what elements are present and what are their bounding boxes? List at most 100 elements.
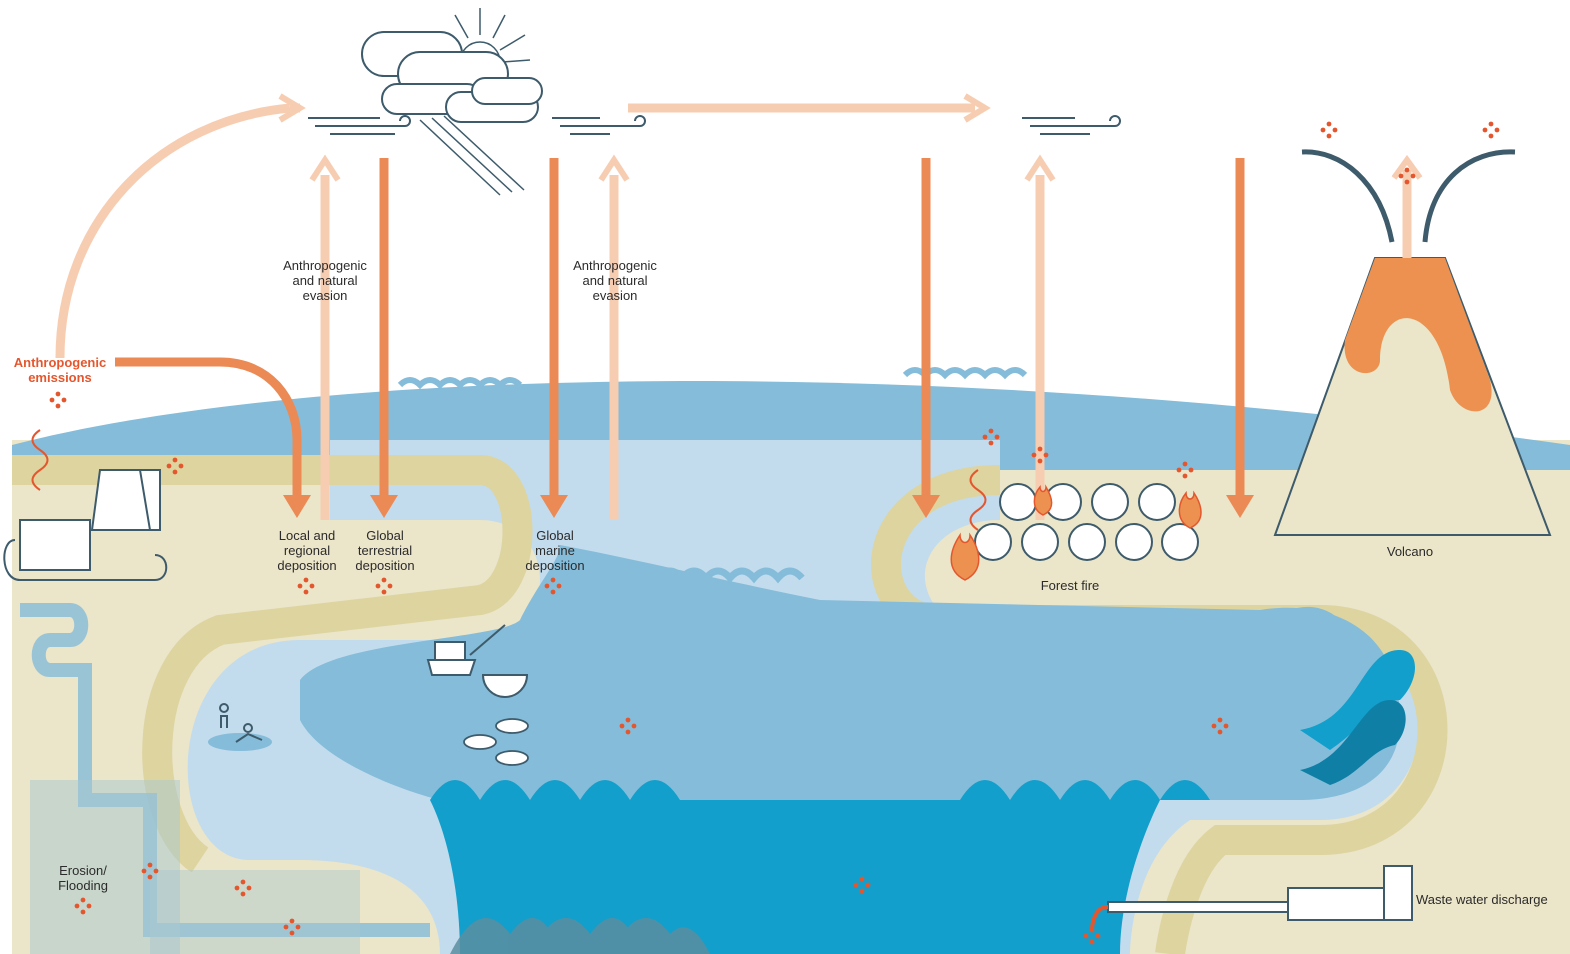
mercury-dot bbox=[988, 440, 994, 446]
mercury-dot bbox=[295, 924, 301, 930]
volcano-plume-right bbox=[1422, 149, 1516, 243]
mercury-dot bbox=[1031, 452, 1037, 458]
wind-icon bbox=[308, 115, 1121, 135]
mercury-dot bbox=[387, 583, 393, 589]
mercury-dot bbox=[550, 577, 556, 583]
mercury-dot bbox=[246, 885, 252, 891]
flood-area bbox=[30, 780, 180, 954]
mercury-dot bbox=[625, 717, 631, 723]
rain-lines bbox=[419, 115, 525, 196]
mercury-dots-icon bbox=[49, 121, 1500, 945]
mercury-dot bbox=[381, 577, 387, 583]
mercury-dot bbox=[55, 391, 61, 397]
mercury-dot bbox=[289, 918, 295, 924]
label-global-terrestrial: Global terrestrial deposition bbox=[355, 528, 415, 573]
mercury-dot bbox=[1182, 461, 1188, 467]
volcano-plume-left bbox=[1301, 149, 1395, 243]
label-local-deposition: Local and regional deposition bbox=[277, 528, 337, 573]
mercury-dot bbox=[1211, 723, 1217, 729]
mercury-dot bbox=[80, 909, 86, 915]
label-evasion-left: Anthropogenic and natural evasion bbox=[283, 258, 367, 303]
mercury-dot bbox=[1095, 933, 1101, 939]
mercury-dot bbox=[1488, 121, 1494, 127]
fire-icon bbox=[950, 484, 1202, 581]
mercury-dot bbox=[550, 589, 556, 595]
mercury-dot bbox=[153, 868, 159, 874]
mercury-dot bbox=[1083, 933, 1089, 939]
mercury-dot bbox=[297, 583, 303, 589]
flood-area-2 bbox=[150, 870, 360, 954]
mercury-dot bbox=[1320, 127, 1326, 133]
mercury-dot bbox=[375, 583, 381, 589]
cloud-icon bbox=[361, 31, 543, 123]
mercury-dot bbox=[289, 930, 295, 936]
wave-row-deep bbox=[430, 780, 1210, 800]
label-evasion-right: Anthropogenic and natural evasion bbox=[573, 258, 657, 303]
mercury-dot bbox=[1089, 927, 1095, 933]
label-global-marine: Global marine deposition bbox=[525, 528, 585, 573]
wave-right-top bbox=[1260, 606, 1340, 650]
mercury-dot bbox=[74, 903, 80, 909]
evasion-arrowheads bbox=[278, 93, 1423, 182]
mercury-dot bbox=[1182, 473, 1188, 479]
land-band-right bbox=[870, 465, 1448, 954]
mercury-dot bbox=[853, 882, 859, 888]
volcano-lava bbox=[1344, 258, 1492, 412]
deposition-arrowheads bbox=[283, 495, 1254, 518]
mercury-dot bbox=[1404, 179, 1410, 185]
mercury-dot bbox=[141, 868, 147, 874]
label-forest-fire: Forest fire bbox=[1040, 578, 1100, 593]
fish-icon bbox=[463, 718, 529, 766]
mercury-dot bbox=[303, 589, 309, 595]
mercury-dot bbox=[49, 397, 55, 403]
mercury-dot bbox=[61, 397, 67, 403]
mercury-dot bbox=[1223, 723, 1229, 729]
mercury-dot bbox=[1188, 467, 1194, 473]
label-erosion: Erosion/ Flooding bbox=[58, 863, 108, 893]
mercury-dot bbox=[1217, 729, 1223, 735]
mercury-dot bbox=[240, 879, 246, 885]
mercury-dot bbox=[865, 882, 871, 888]
mercury-dot bbox=[1494, 127, 1500, 133]
erosion-pipe bbox=[20, 603, 430, 937]
mercury-dot bbox=[625, 729, 631, 735]
ship-icon bbox=[426, 624, 529, 698]
mercury-dot bbox=[982, 434, 988, 440]
mercury-dot bbox=[544, 583, 550, 589]
mercury-dot bbox=[631, 723, 637, 729]
wave-row-mid bbox=[607, 567, 805, 584]
mercury-dot bbox=[988, 428, 994, 434]
mercury-dot bbox=[1217, 717, 1223, 723]
mercury-dot bbox=[1043, 452, 1049, 458]
deep-water bbox=[430, 800, 1160, 954]
mercury-dot bbox=[80, 897, 86, 903]
mercury-dot bbox=[147, 862, 153, 868]
mercury-dot bbox=[1089, 939, 1095, 945]
mercury-dot bbox=[1404, 167, 1410, 173]
factory-icon bbox=[3, 469, 168, 581]
mercury-dot bbox=[994, 434, 1000, 440]
mercury-dot bbox=[1037, 458, 1043, 464]
label-volcano: Volcano bbox=[1386, 544, 1434, 559]
mercury-dot bbox=[283, 924, 289, 930]
mercury-dot bbox=[619, 723, 625, 729]
mercury-dot bbox=[234, 885, 240, 891]
building-icon bbox=[1287, 865, 1413, 921]
mercury-dot bbox=[1482, 127, 1488, 133]
mercury-dot bbox=[1326, 121, 1332, 127]
mercury-dot bbox=[303, 577, 309, 583]
mercury-dot bbox=[1398, 173, 1404, 179]
mercury-dot bbox=[172, 469, 178, 475]
label-anthropogenic-emissions: Anthropogenic emissions bbox=[13, 355, 107, 385]
mercury-dot bbox=[1488, 133, 1494, 139]
fire-squiggle bbox=[969, 469, 987, 531]
swimmer-icon bbox=[208, 703, 272, 751]
emission-squiggle bbox=[31, 429, 49, 491]
mercury-dot bbox=[1326, 133, 1332, 139]
mercury-dot bbox=[166, 463, 172, 469]
mercury-dot bbox=[1176, 467, 1182, 473]
wave-right-1 bbox=[1300, 650, 1415, 750]
wave-right-2 bbox=[1300, 700, 1406, 785]
mercury-dot bbox=[381, 589, 387, 595]
